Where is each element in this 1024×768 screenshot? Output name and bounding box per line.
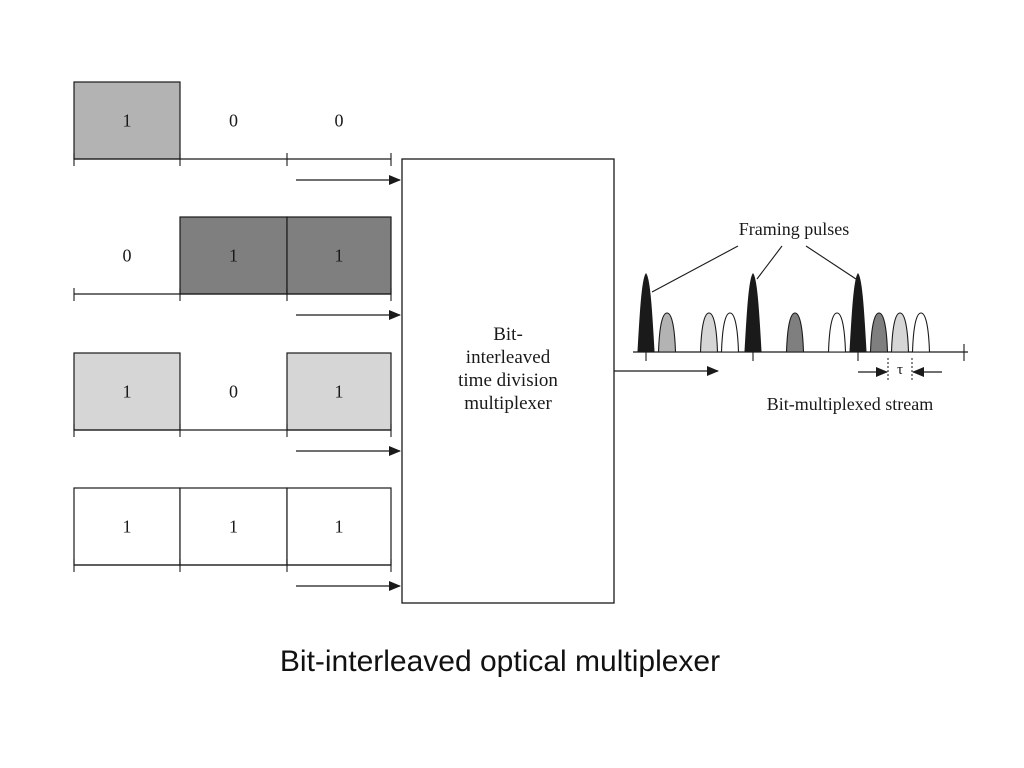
data-pulse <box>785 312 805 353</box>
data-pulse <box>720 312 740 353</box>
bit-label: 0 <box>123 246 132 266</box>
multiplexer-label-line-3: time division <box>458 370 558 391</box>
framing-pulse <box>637 273 655 353</box>
bit-label: 0 <box>229 111 238 131</box>
bit-label: 1 <box>123 382 132 402</box>
framing-pulse <box>849 273 867 353</box>
bit-label: 1 <box>229 246 238 266</box>
input-channels: 1 0 0 0 1 1 1 0 1 1 1 1 <box>73 81 401 591</box>
framing-leader-3 <box>805 245 857 280</box>
stream-label: Bit-multiplexed stream <box>767 394 933 414</box>
bit-label: 0 <box>229 382 238 402</box>
tau-symbol: τ <box>897 362 903 378</box>
channel-row-3: 1 0 1 <box>73 352 401 456</box>
bit-label: 1 <box>335 246 344 266</box>
data-pulse <box>657 312 677 353</box>
channel-row-2: 0 1 1 <box>73 216 401 320</box>
data-pulse <box>869 312 889 353</box>
framing-pulses-label: Framing pulses <box>739 219 850 239</box>
multiplexer-label-line-4: multiplexer <box>464 393 552 414</box>
data-pulse <box>827 312 847 353</box>
bit-label: 1 <box>335 382 344 402</box>
data-pulse <box>699 312 719 353</box>
channel-row-1: 1 0 0 <box>73 81 401 185</box>
framing-leader-1 <box>651 245 739 293</box>
bit-label: 0 <box>335 111 344 131</box>
multiplexer-label-line-2: interleaved <box>466 347 551 368</box>
bit-box <box>286 216 392 295</box>
bit-multiplexed-stream <box>633 273 968 361</box>
framing-pulse <box>744 273 762 353</box>
data-pulse <box>911 312 931 353</box>
bit-box <box>73 352 181 431</box>
bit-box <box>179 216 288 295</box>
multiplexer-label-line-1: Bit- <box>493 324 523 345</box>
framing-leader-2 <box>756 245 783 280</box>
bit-box <box>179 487 288 566</box>
bit-label: 1 <box>335 517 344 537</box>
bit-label: 1 <box>123 517 132 537</box>
channel-row-4: 1 1 1 <box>73 487 401 591</box>
data-pulse <box>890 312 910 353</box>
bit-label: 1 <box>123 111 132 131</box>
bit-box <box>73 81 181 160</box>
bit-label: 1 <box>229 517 238 537</box>
multiplexer-box <box>401 158 615 604</box>
bit-box <box>286 352 392 431</box>
bit-box <box>286 487 392 566</box>
figure-caption: Bit-interleaved optical multiplexer <box>279 645 721 678</box>
